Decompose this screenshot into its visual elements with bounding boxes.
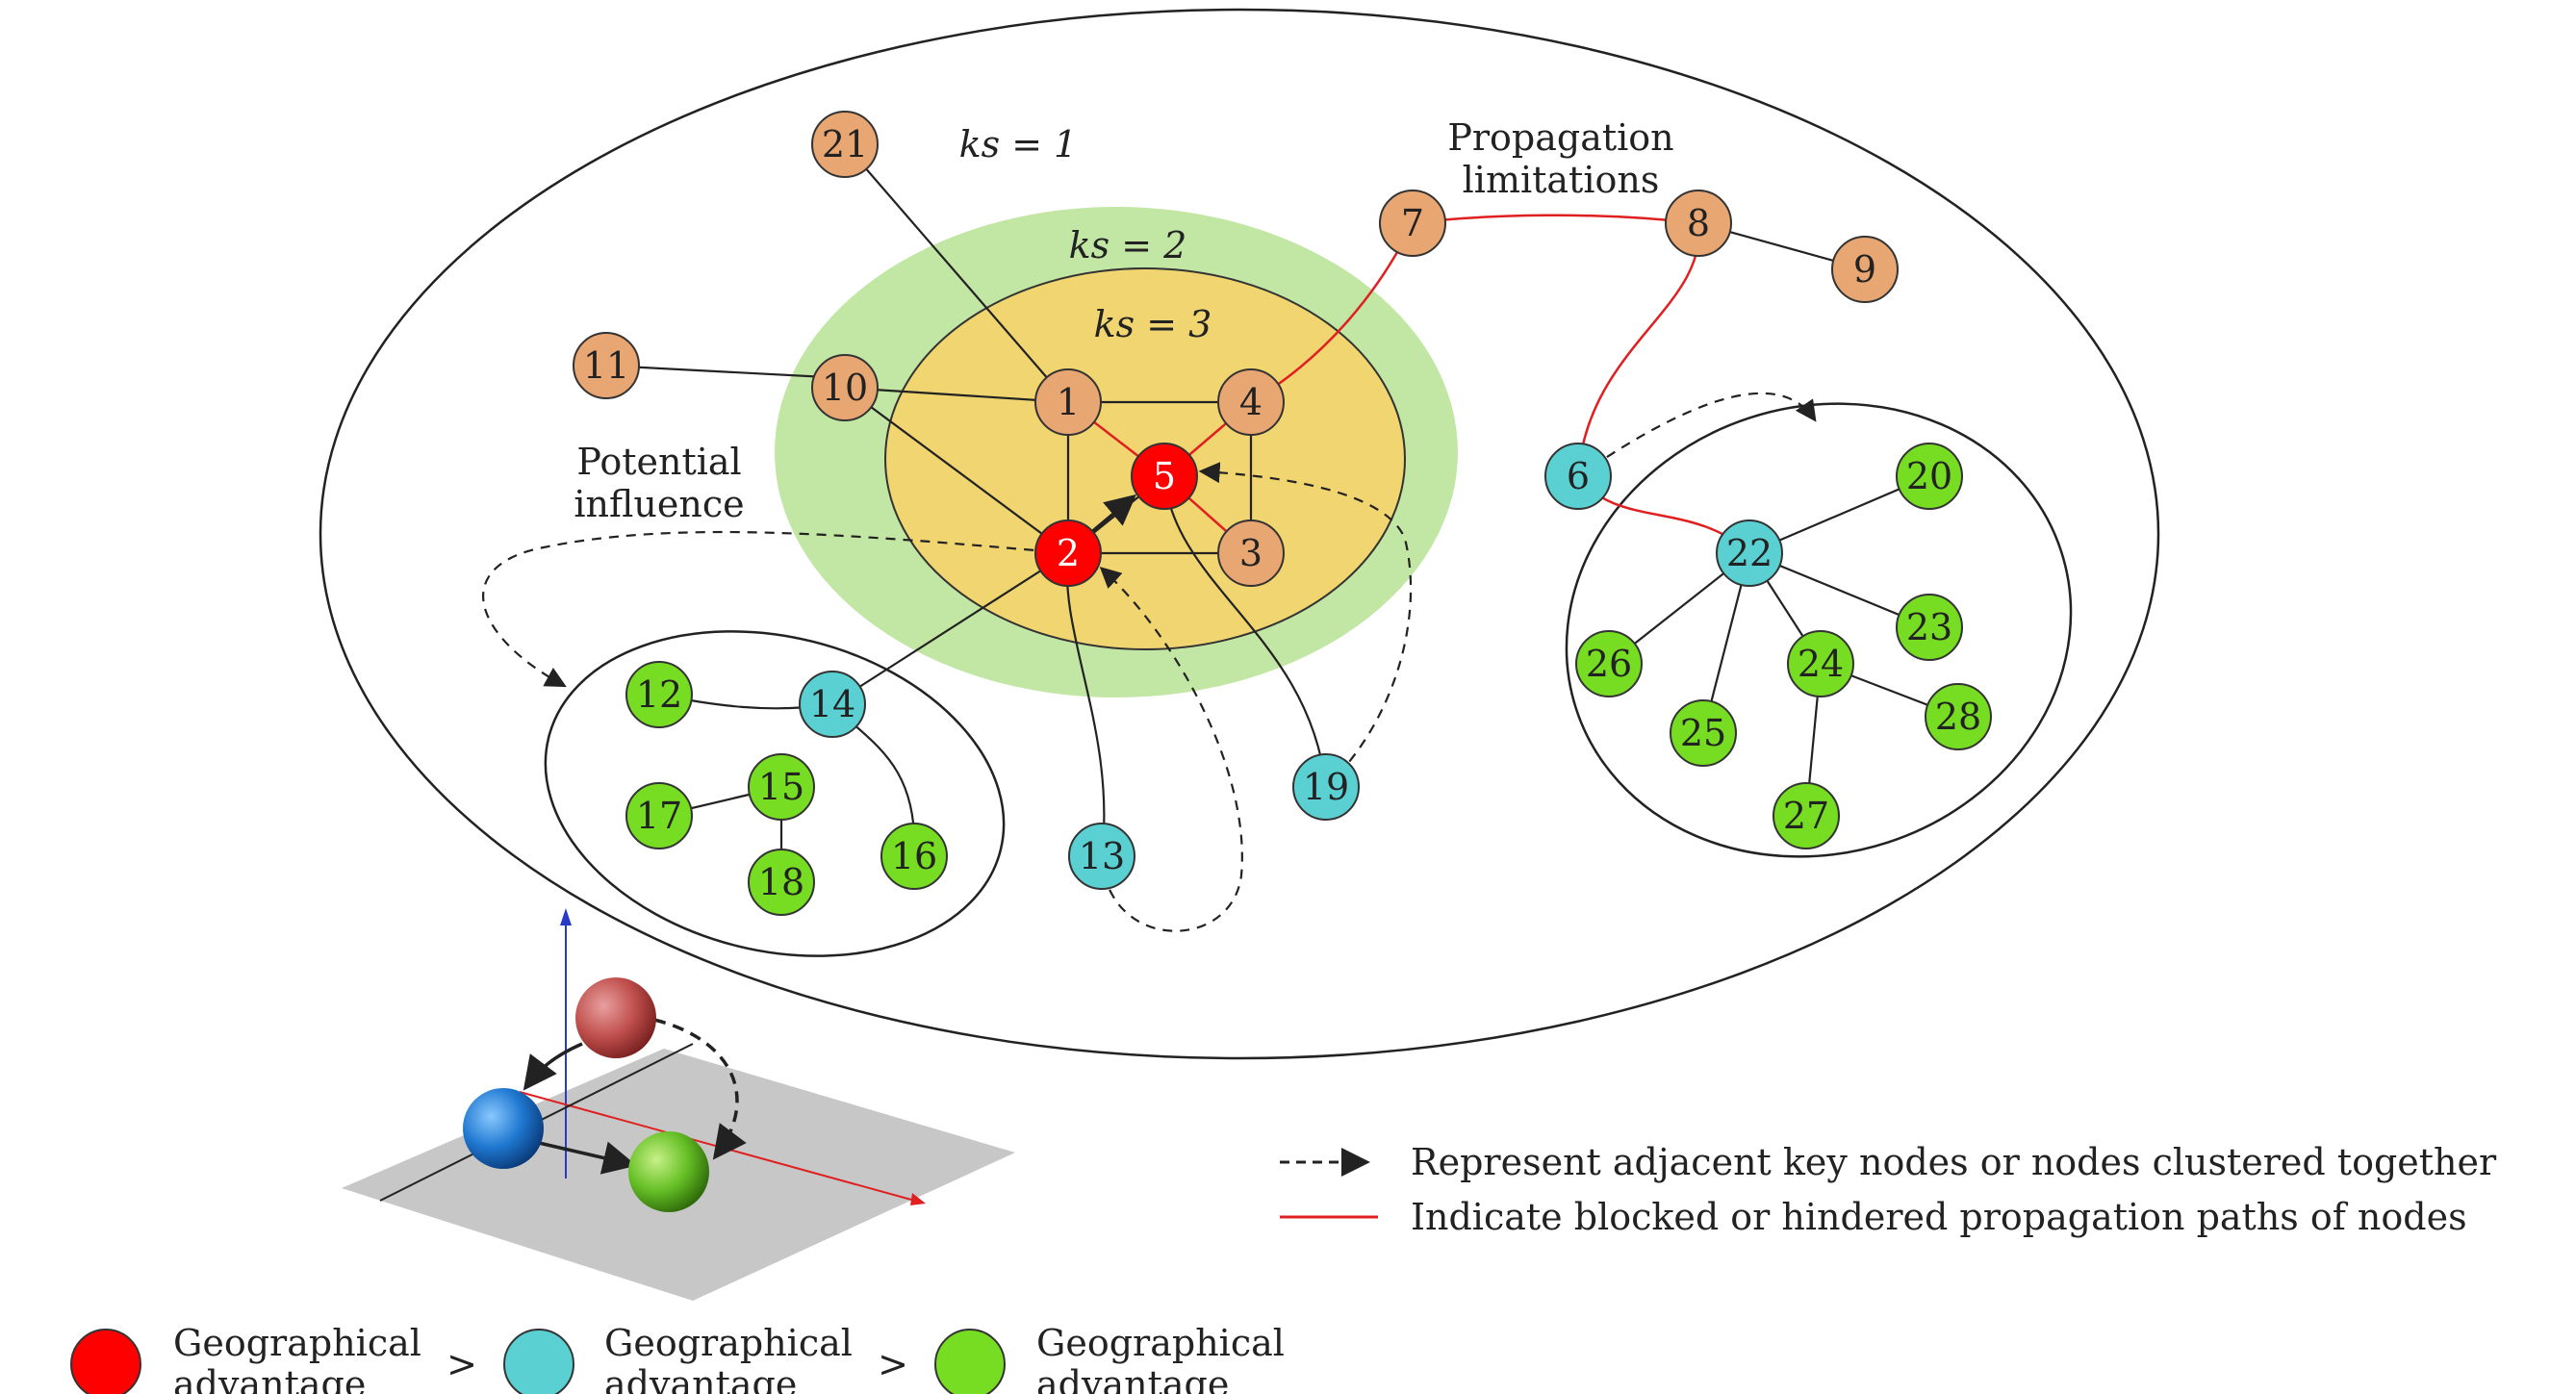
legend-greater-than-2: > <box>878 1343 908 1385</box>
potential-label-line2: influence <box>574 483 744 525</box>
node-2: 2 <box>1034 520 1102 587</box>
node-26-label: 26 <box>1586 643 1632 685</box>
node-26: 26 <box>1575 630 1643 697</box>
node-9-label: 9 <box>1853 248 1876 291</box>
node-21-label: 21 <box>822 123 868 165</box>
node-4: 4 <box>1217 368 1285 436</box>
node-16-label: 16 <box>891 835 937 877</box>
node-4-label: 4 <box>1239 381 1262 423</box>
node-13-label: 13 <box>1079 835 1125 877</box>
node-10-label: 10 <box>822 367 868 409</box>
node-8-label: 8 <box>1687 202 1710 244</box>
node-15-label: 15 <box>758 766 804 808</box>
legend-cyan-circle <box>503 1329 574 1394</box>
node-7: 7 <box>1379 190 1446 257</box>
node-27-label: 27 <box>1783 795 1829 837</box>
node-6: 6 <box>1544 443 1612 510</box>
propagation-label-line2: limitations <box>1463 159 1660 201</box>
axis-red-tip <box>910 1193 926 1205</box>
node-27: 27 <box>1773 782 1840 849</box>
node-23-label: 23 <box>1906 606 1952 648</box>
ks2-label: ks = 2 <box>1069 224 1187 266</box>
red-sphere <box>575 977 656 1058</box>
legend-red-line-text: Indicate blocked or hindered propagation… <box>1411 1196 2467 1238</box>
node-14: 14 <box>799 671 866 738</box>
node-18: 18 <box>748 849 815 916</box>
node-3: 3 <box>1217 520 1285 587</box>
legend-line-styles: Represent adjacent key nodes or nodes cl… <box>1280 1141 2497 1238</box>
node-19-label: 19 <box>1303 766 1349 808</box>
geo-arrow-blue-to-green <box>538 1141 637 1175</box>
potential-label-line1: Potential <box>576 441 741 483</box>
node-7-label: 7 <box>1401 202 1424 244</box>
node-22-label: 22 <box>1726 532 1773 574</box>
node-17: 17 <box>625 782 693 849</box>
node-24: 24 <box>1787 630 1854 697</box>
node-5-label: 5 <box>1153 455 1176 497</box>
ks3-label: ks = 3 <box>1094 303 1212 345</box>
node-2-label: 2 <box>1057 532 1080 574</box>
legend-red-circle <box>70 1329 141 1394</box>
node-8: 8 <box>1665 190 1732 257</box>
node-24-label: 24 <box>1798 643 1844 685</box>
dashed-influence-arrows <box>482 392 1817 932</box>
legend-green-circle <box>934 1329 1006 1394</box>
node-18-label: 18 <box>758 861 804 903</box>
node-13: 13 <box>1068 823 1135 890</box>
legend-cyan-text-line1: Geographical <box>604 1322 853 1364</box>
node-10: 10 <box>811 354 879 421</box>
node-12: 12 <box>625 661 693 728</box>
node-1-label: 1 <box>1057 381 1080 423</box>
geo-dashed-red-to-green <box>653 1018 747 1160</box>
node-11: 11 <box>573 332 640 399</box>
node-12-label: 12 <box>636 673 682 716</box>
outer-network-boundary <box>319 8 2160 1060</box>
blue-sphere <box>463 1088 544 1169</box>
node-17-label: 17 <box>636 795 682 837</box>
node-3-label: 3 <box>1239 532 1262 574</box>
legend-green-text-line1: Geographical <box>1036 1322 1285 1364</box>
legend-cyan-text-line2: advantage <box>604 1363 797 1394</box>
legend-green-text-line2: advantage <box>1036 1363 1229 1394</box>
node-20: 20 <box>1896 443 1963 510</box>
nodes: 1 2 3 4 5 6 7 8 <box>573 111 1992 916</box>
node-16: 16 <box>880 823 948 890</box>
axis-vertical-tip <box>560 908 572 925</box>
node-23: 23 <box>1896 594 1963 661</box>
node-20-label: 20 <box>1906 455 1952 497</box>
node-1: 1 <box>1034 368 1102 436</box>
propagation-label-line1: Propagation <box>1447 116 1673 159</box>
legend-red-text-line1: Geographical <box>173 1322 421 1364</box>
node-9: 9 <box>1831 236 1899 303</box>
node-6-label: 6 <box>1567 455 1590 497</box>
ks1-label: ks = 1 <box>959 123 1078 165</box>
node-15: 15 <box>748 753 815 821</box>
legend-advantage-ranking: Geographical advantage > Geographical ad… <box>70 1322 1285 1394</box>
node-5: 5 <box>1131 443 1198 510</box>
node-28: 28 <box>1925 683 1992 750</box>
right-cluster-boundary <box>1565 402 2073 858</box>
legend-greater-than-1: > <box>446 1343 477 1385</box>
legend-red-text-line2: advantage <box>173 1363 366 1394</box>
node-22: 22 <box>1716 520 1783 587</box>
node-11-label: 11 <box>583 344 629 387</box>
node-28-label: 28 <box>1935 696 1981 738</box>
geographic-3d-illustration <box>342 908 1015 1301</box>
node-25: 25 <box>1670 699 1737 767</box>
legend-dashed-arrow-text: Represent adjacent key nodes or nodes cl… <box>1411 1141 2497 1183</box>
geo-arrow-red-to-blue <box>523 1042 583 1091</box>
node-25-label: 25 <box>1680 712 1726 754</box>
green-sphere <box>628 1131 709 1212</box>
left-cluster-boundary <box>544 630 1006 957</box>
node-14-label: 14 <box>809 683 855 725</box>
node-19: 19 <box>1292 753 1360 821</box>
node-21: 21 <box>811 111 879 178</box>
